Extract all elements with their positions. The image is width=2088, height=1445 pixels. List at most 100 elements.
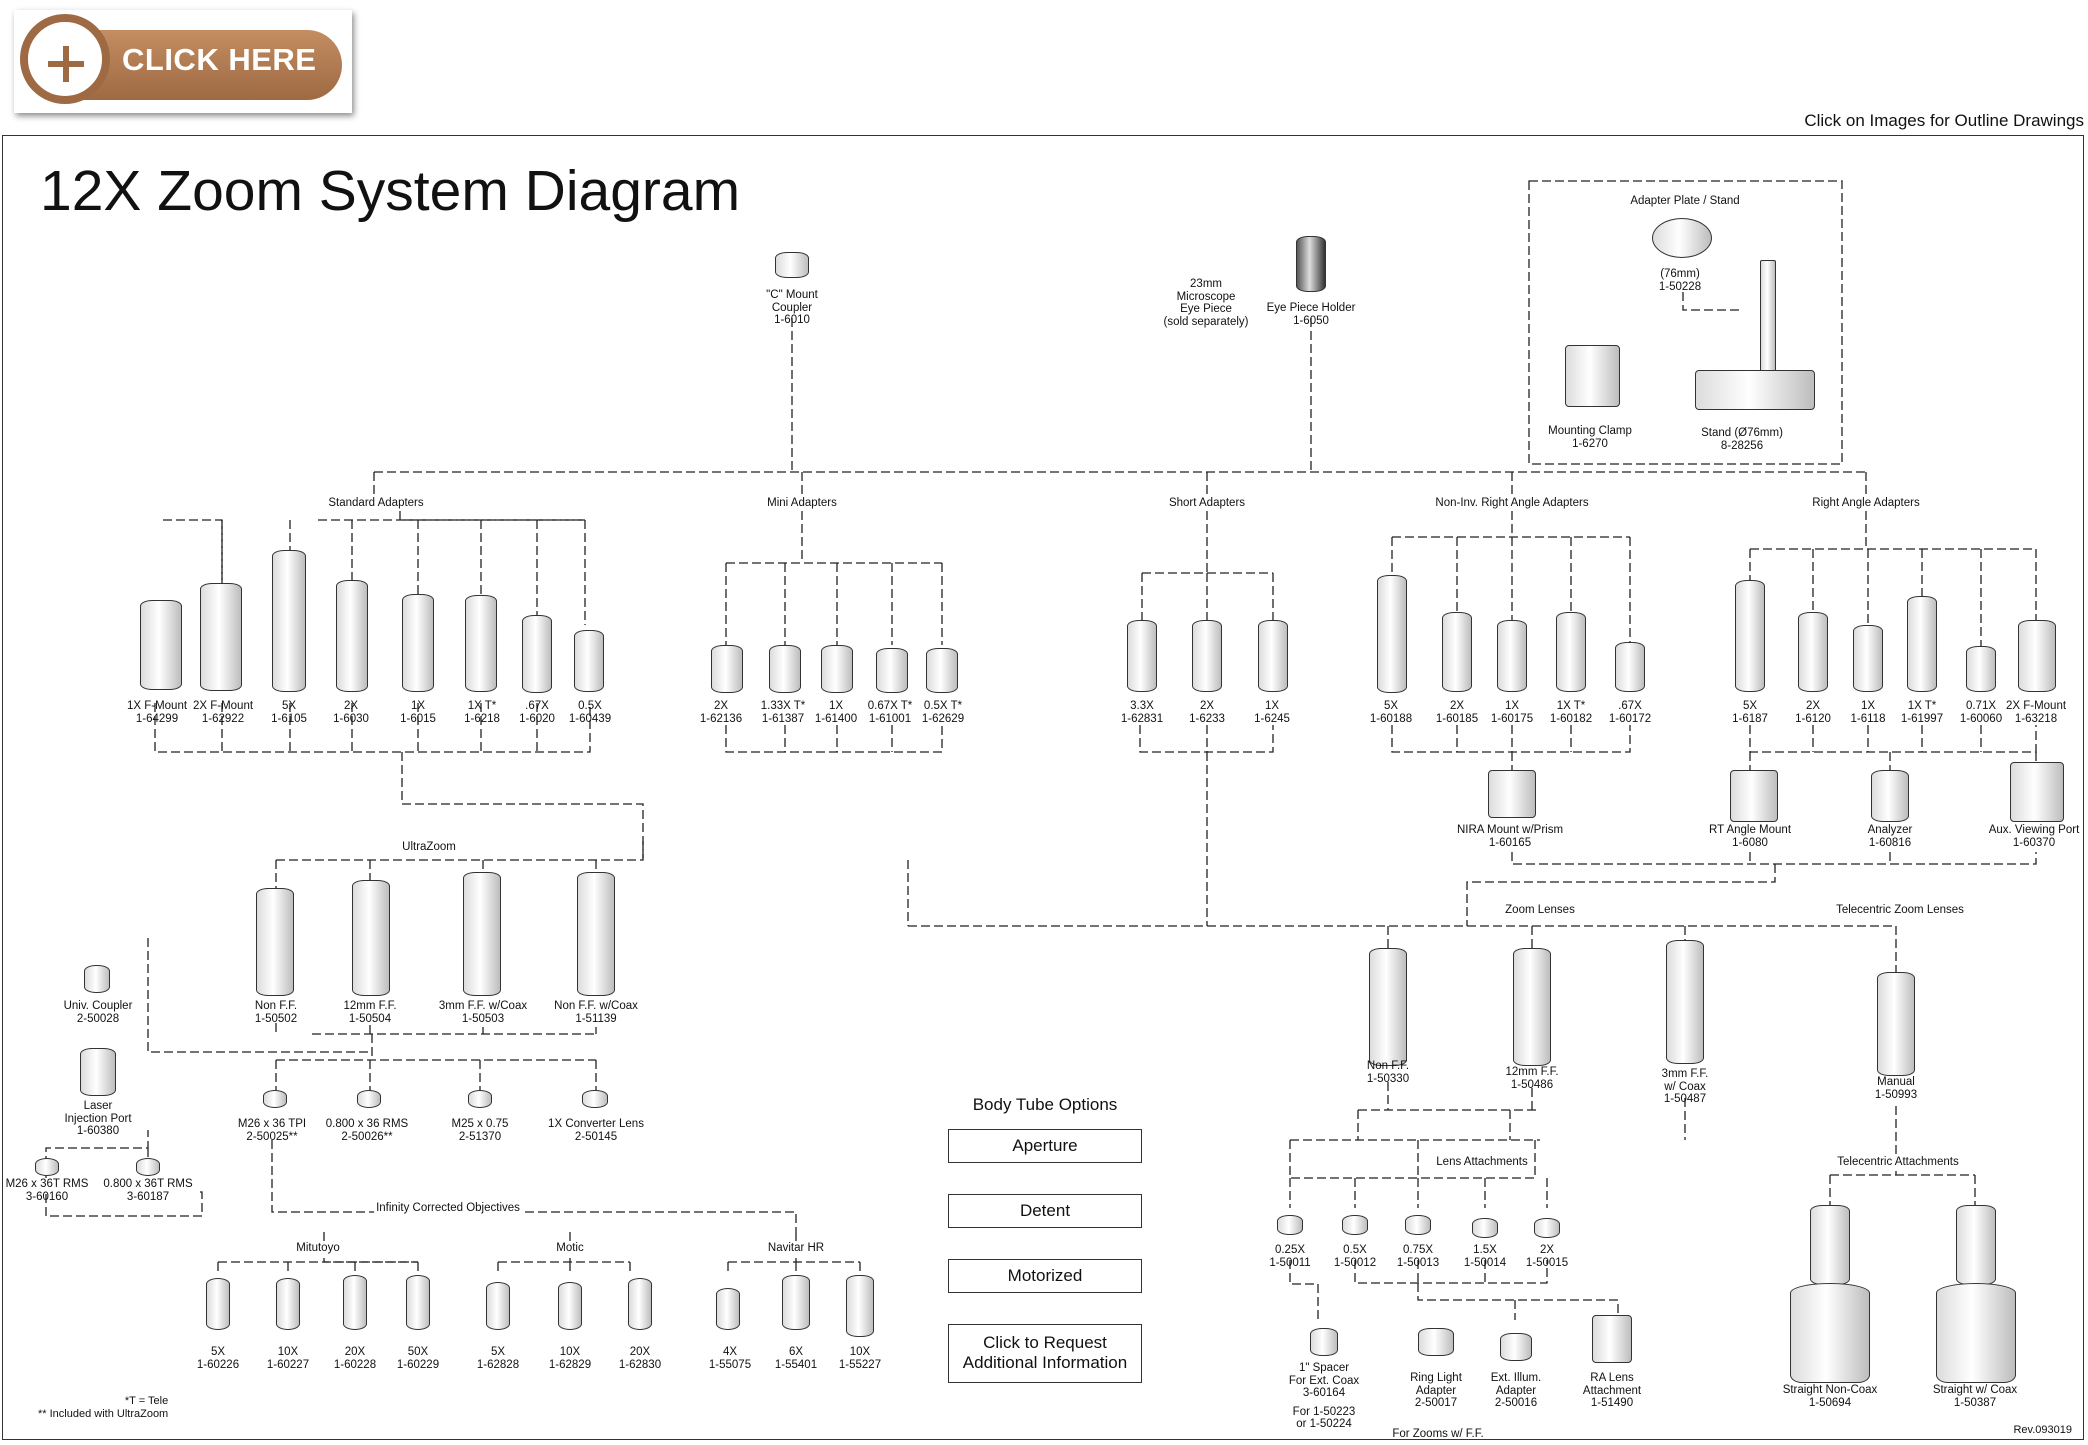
- group-noninv-adapters: Non-Inv. Right Angle Adapters: [1433, 497, 1591, 509]
- adapter-plate-caption: (76mm)1-50228: [1658, 268, 1702, 293]
- footnotes: *T = Tele** Included with UltraZoom: [38, 1395, 169, 1420]
- group-navitar: Navitar HR: [765, 1242, 827, 1254]
- diagram-frame: [2, 135, 2084, 1440]
- group-ultrazoom: UltraZoom: [400, 841, 458, 853]
- zoom-lens-caption-2: 12mm F.F.1-50486: [1505, 1066, 1559, 1091]
- std-caption-6: 1X T*1-6218: [464, 700, 500, 725]
- noninv-caption-4: 1X T*1-60182: [1549, 700, 1593, 725]
- revision-label: Rev.093019: [2013, 1424, 2072, 1436]
- group-infinity-objectives: Infinity Corrected Objectives: [374, 1202, 522, 1214]
- ra-caption-4: 1X T*1-61997: [1900, 700, 1944, 725]
- click-here-banner[interactable]: CLICK HERE: [14, 10, 352, 113]
- group-telecentric-zoom: Telecentric Zoom Lenses: [1834, 904, 1966, 916]
- mini-caption-4: 0.67X T*1-61001: [867, 700, 913, 725]
- stand-caption: Stand (Ø76mm)8-28256: [1701, 427, 1783, 452]
- zoom-lens-caption-1: Non F.F.1-50330: [1366, 1060, 1410, 1085]
- mini-caption-5: 0.5X T*1-62629: [921, 700, 965, 725]
- group-mitutoyo: Mitutoyo: [294, 1242, 342, 1254]
- group-short-adapters: Short Adapters: [1166, 497, 1248, 509]
- page-title: 12X Zoom System Diagram: [40, 159, 741, 223]
- outline-note: Click on Images for Outline Drawings: [1804, 111, 2084, 130]
- ultrazoom-caption-2: 12mm F.F.1-50504: [343, 1000, 397, 1025]
- motorized-button[interactable]: Motorized: [948, 1259, 1142, 1293]
- group-motic: Motic: [554, 1242, 586, 1254]
- group-telecentric-attachments: Telecentric Attachments: [1835, 1156, 1961, 1168]
- group-adapter-plate: Adapter Plate / Stand: [1628, 195, 1742, 207]
- mini-caption-2: 1.33X T*1-61387: [760, 700, 806, 725]
- aperture-button[interactable]: Aperture: [948, 1129, 1142, 1163]
- group-standard-adapters: Standard Adapters: [326, 497, 426, 509]
- body-tube-options: Body Tube Options Aperture Detent Motori…: [948, 1095, 1142, 1414]
- for-zooms-note: For Zooms w/ F.F.: [1392, 1428, 1484, 1440]
- plus-icon: [20, 14, 110, 104]
- ultrazoom-caption-1: Non F.F.1-50502: [254, 1000, 298, 1025]
- group-rightangle-adapters: Right Angle Adapters: [1810, 497, 1922, 509]
- banner-label: CLICK HERE: [122, 42, 317, 77]
- body-tube-heading: Body Tube Options: [972, 1095, 1118, 1114]
- detent-button[interactable]: Detent: [948, 1194, 1142, 1228]
- group-lens-attachments: Lens Attachments: [1434, 1156, 1530, 1168]
- group-mini-adapters: Mini Adapters: [765, 497, 839, 509]
- group-zoom-lenses: Zoom Lenses: [1503, 904, 1577, 916]
